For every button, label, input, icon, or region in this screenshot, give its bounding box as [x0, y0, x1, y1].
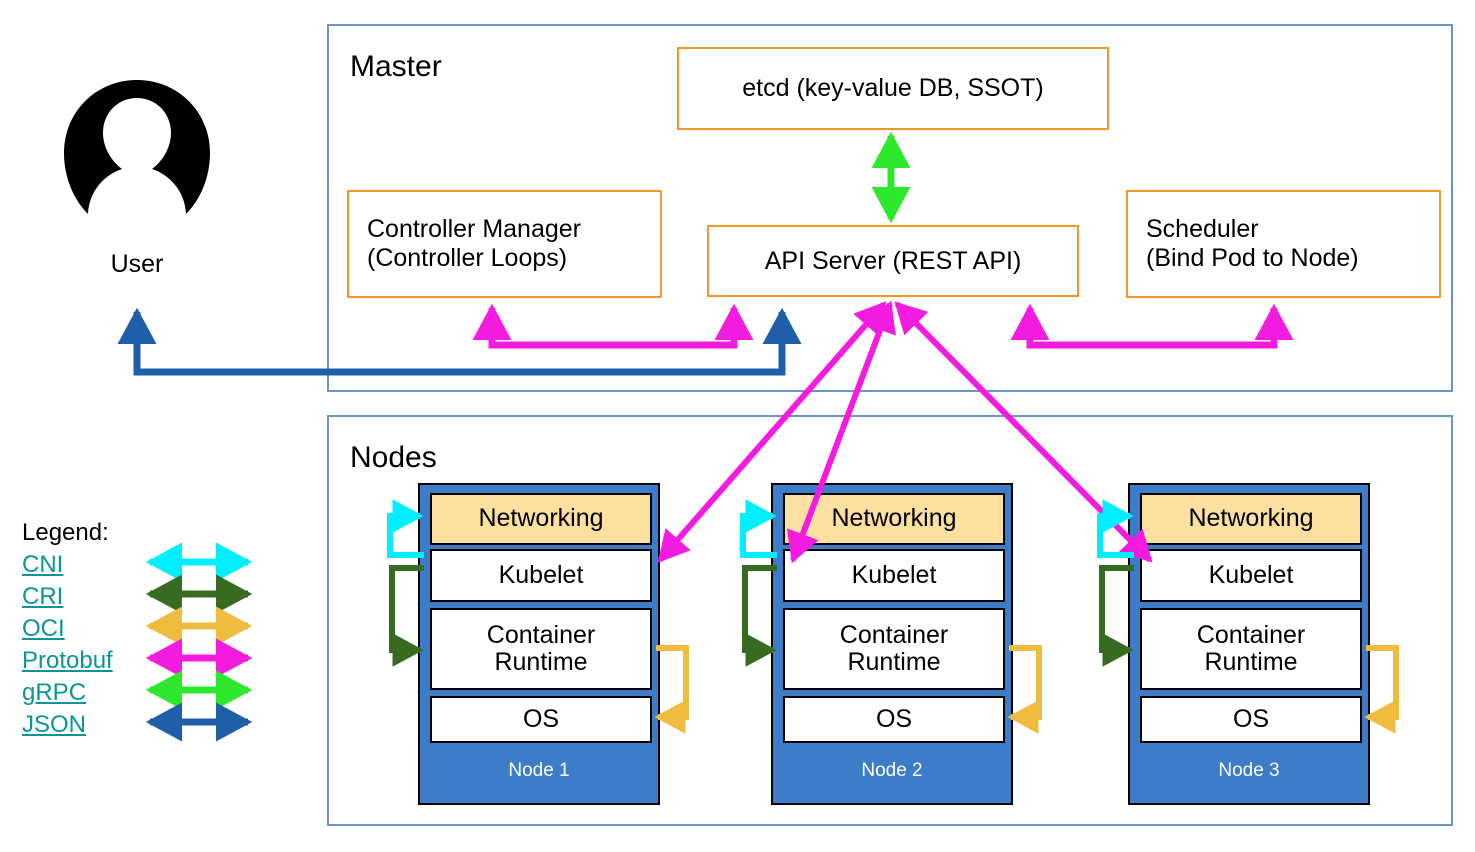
scheduler-line1: Scheduler — [1146, 215, 1259, 243]
container-runtime-line2: Runtime — [847, 648, 941, 676]
networking-label: Networking — [478, 504, 604, 533]
legend-item-oci[interactable]: OCI — [22, 615, 65, 642]
node-1-kubelet[interactable]: Kubelet — [430, 549, 652, 602]
scheduler-line2: (Bind Pod to Node) — [1146, 244, 1359, 272]
arrow-cri-node3 — [1099, 565, 1134, 667]
os-label: OS — [522, 704, 560, 733]
arrow-cri-node1 — [389, 565, 424, 667]
arrow-cni-node2 — [740, 499, 777, 558]
controller-manager-line2: (Controller Loops) — [367, 244, 568, 272]
node-3-kubelet[interactable]: Kubelet — [1140, 549, 1362, 602]
api-server-label: API Server (REST API) — [764, 246, 1022, 275]
node-3-os[interactable]: OS — [1140, 696, 1362, 743]
os-label: OS — [1232, 704, 1270, 733]
legend-item-cni[interactable]: CNI — [22, 551, 64, 578]
kubelet-label: Kubelet — [1208, 560, 1294, 589]
node-1-networking[interactable]: Networking — [430, 493, 652, 545]
node-1-name: Node 1 — [508, 760, 570, 781]
legend-item-cri[interactable]: CRI — [22, 583, 64, 610]
arrow-cni-node1 — [387, 499, 424, 558]
controller-manager-box[interactable]: Controller Manager (Controller Loops) — [347, 190, 662, 298]
kubelet-label: Kubelet — [851, 560, 937, 589]
node-3[interactable]: Networking Kubelet Container Runtime OS … — [1128, 483, 1370, 805]
node-2-os[interactable]: OS — [783, 696, 1005, 743]
user-avatar-icon — [62, 78, 212, 223]
container-runtime-line1: Container — [486, 620, 596, 649]
arrow-oci-node2 — [1007, 645, 1042, 734]
kubelet-label: Kubelet — [498, 560, 584, 589]
arrow-cni-node3 — [1097, 499, 1134, 558]
master-title: Master — [350, 50, 442, 83]
node-3-container-runtime[interactable]: Container Runtime — [1140, 608, 1362, 690]
legend-item-protobuf[interactable]: Protobuf — [22, 647, 113, 674]
arrow-protobuf-apiserver-node2-kubelet — [787, 300, 896, 564]
scheduler-box[interactable]: Scheduler (Bind Pod to Node) — [1126, 190, 1441, 298]
node-1-container-runtime[interactable]: Container Runtime — [430, 608, 652, 690]
arrow-cri-node2 — [742, 565, 777, 667]
nodes-title: Nodes — [350, 441, 437, 474]
container-runtime-line1: Container — [839, 620, 949, 649]
container-runtime-line2: Runtime — [1204, 648, 1298, 676]
node-2-kubelet[interactable]: Kubelet — [783, 549, 1005, 602]
container-runtime-line2: Runtime — [494, 648, 588, 676]
etcd-box[interactable]: etcd (key-value DB, SSOT) — [677, 47, 1109, 130]
node-2[interactable]: Networking Kubelet Container Runtime OS … — [771, 483, 1013, 805]
os-label: OS — [875, 704, 913, 733]
node-3-name: Node 3 — [1218, 760, 1280, 781]
node-2-container-runtime[interactable]: Container Runtime — [783, 608, 1005, 690]
user-label: User — [110, 250, 164, 278]
container-runtime-line1: Container — [1196, 620, 1306, 649]
legend-item-json[interactable]: JSON — [22, 711, 87, 738]
node-3-networking[interactable]: Networking — [1140, 493, 1362, 545]
legend-title: Legend: — [22, 519, 109, 546]
node-1[interactable]: Networking Kubelet Container Runtime OS … — [418, 483, 660, 805]
arrow-oci-node1 — [654, 645, 689, 734]
controller-manager-line1: Controller Manager — [367, 215, 581, 243]
node-1-os[interactable]: OS — [430, 696, 652, 743]
api-server-box[interactable]: API Server (REST API) — [707, 225, 1079, 297]
legend-item-grpc[interactable]: gRPC — [22, 679, 87, 706]
node-2-name: Node 2 — [861, 760, 923, 781]
networking-label: Networking — [831, 504, 957, 533]
networking-label: Networking — [1188, 504, 1314, 533]
arrow-oci-node3 — [1364, 645, 1399, 734]
etcd-label: etcd (key-value DB, SSOT) — [742, 74, 1044, 102]
